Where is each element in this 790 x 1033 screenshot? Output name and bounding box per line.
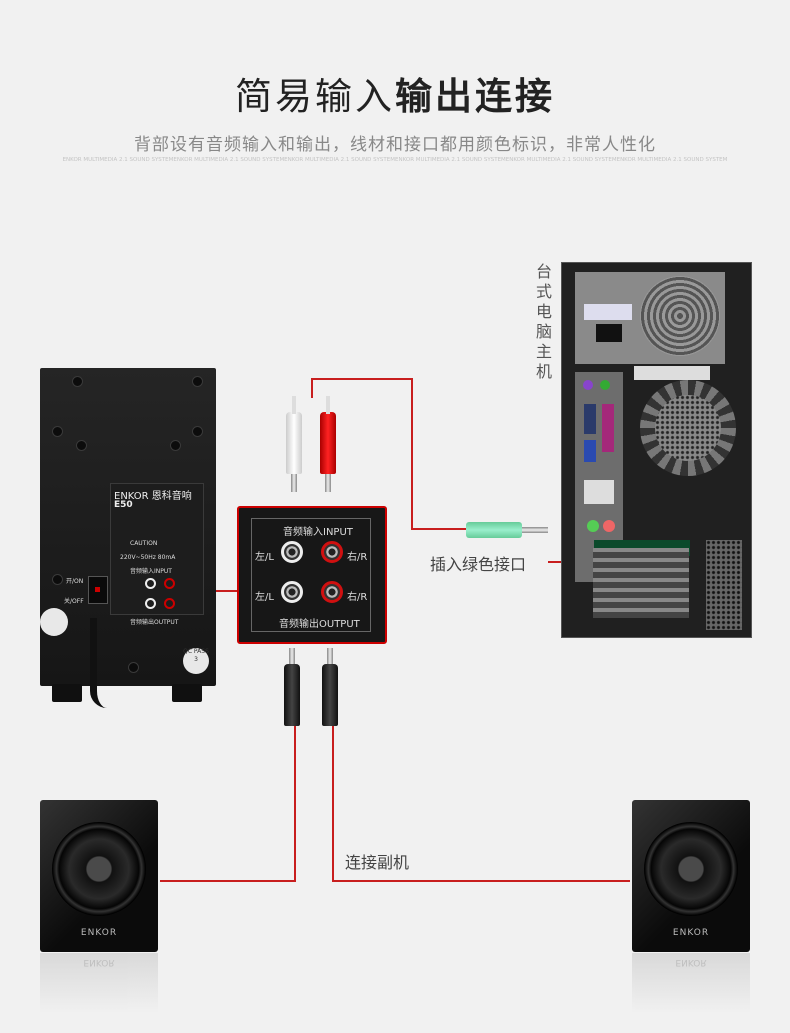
- cable-white: [292, 396, 296, 414]
- spec-plate: [110, 483, 204, 615]
- usb-port: [584, 480, 614, 504]
- mini-jack: [164, 578, 175, 589]
- caution-text: CAUTION: [130, 540, 158, 547]
- tagline: ENKOR MULTIMEDIA 2.1 SOUND SYSTEMENKOR M…: [62, 157, 728, 163]
- expansion-slots: [593, 548, 689, 618]
- connector-line: [294, 724, 296, 882]
- switch-on-label: 开/ON: [66, 578, 84, 585]
- power-cable: [90, 618, 107, 708]
- psu-label: [584, 304, 632, 320]
- rca-plug-red: [320, 412, 336, 474]
- output-label: 音频输出OUTPUT: [279, 619, 360, 630]
- right-label-2: 右/R: [347, 592, 368, 603]
- mini-jack: [145, 598, 156, 609]
- power-switch[interactable]: [88, 576, 108, 604]
- right-label-1: 右/R: [347, 552, 368, 563]
- output-right-jack[interactable]: [321, 581, 343, 603]
- connect-satellite-label: 连接副机: [345, 853, 410, 872]
- vga-port: [584, 440, 596, 462]
- mini-output-label: 音频输出OUTPUT: [130, 619, 179, 626]
- rca-pin: [325, 474, 331, 492]
- mini-jack: [145, 578, 156, 589]
- satellite-brand: ENKOR: [672, 928, 710, 938]
- rca-pin: [327, 648, 333, 666]
- input-right-jack[interactable]: [321, 541, 343, 563]
- insert-green-label: 插入绿色接口: [430, 555, 527, 574]
- side-vent: [706, 540, 742, 630]
- left-label-1: 左/L: [255, 552, 274, 563]
- screw: [192, 426, 203, 437]
- back-brand: ENKOR 恩科音响: [114, 491, 192, 502]
- rca-plug-white: [286, 412, 302, 474]
- cable-red: [326, 396, 330, 414]
- mini-jack: [164, 598, 175, 609]
- rca-plug-black: [322, 664, 338, 726]
- jack-panel-frame: [251, 518, 371, 632]
- psu-socket: [596, 324, 622, 342]
- pc-host-label: 台式电脑主机: [535, 262, 552, 381]
- connector-line: [332, 880, 630, 882]
- screw: [170, 440, 181, 451]
- ps2-port: [600, 380, 610, 390]
- reflection-brand: ENKOR: [83, 957, 115, 967]
- power-spec: 220V~50Hz 80mA: [120, 554, 176, 561]
- output-left-jack[interactable]: [281, 581, 303, 603]
- foot: [172, 684, 202, 702]
- parallel-port: [602, 404, 614, 452]
- back-model: E50: [114, 500, 133, 510]
- connector-line: [411, 378, 413, 530]
- rca-pin: [289, 648, 295, 666]
- reflection: ENKOR: [40, 953, 158, 1013]
- foot: [52, 684, 82, 702]
- reflection-brand: ENKOR: [675, 957, 707, 967]
- green-audio-plug: [466, 522, 522, 538]
- qc-sticker: QC PASS 3: [183, 648, 209, 674]
- input-left-jack[interactable]: [281, 541, 303, 563]
- rca-plug-black: [284, 664, 300, 726]
- title-light: 简易输入: [235, 75, 395, 118]
- title-bold: 输出连接: [395, 75, 555, 118]
- connector-line: [311, 378, 413, 380]
- reflection: ENKOR: [632, 953, 750, 1013]
- satellite-speaker-right: ENKOR: [632, 800, 750, 952]
- green-audio-port[interactable]: [587, 520, 599, 532]
- screw: [76, 440, 87, 451]
- screw: [72, 376, 83, 387]
- speaker-cone: [52, 822, 146, 916]
- satellite-speaker-left: ENKOR: [40, 800, 158, 952]
- rca-pin: [291, 474, 297, 492]
- round-sticker: [40, 608, 68, 636]
- connector-line: [160, 880, 296, 882]
- serial-port: [584, 404, 596, 434]
- page-subtitle: 背部设有音频输入和输出，线材和接口都用颜色标识，非常人性化: [134, 135, 656, 155]
- audio-port: [603, 520, 615, 532]
- ps2-port: [583, 380, 593, 390]
- audio-pin: [522, 527, 548, 533]
- connector-line: [411, 528, 469, 530]
- mini-input-label: 音频输入INPUT: [130, 568, 172, 575]
- input-label: 音频输入INPUT: [283, 527, 353, 538]
- satellite-brand: ENKOR: [80, 928, 118, 938]
- switch-off-label: 关/OFF: [64, 598, 84, 605]
- screw: [128, 662, 139, 673]
- connector-line: [201, 590, 239, 592]
- left-label-2: 左/L: [255, 592, 274, 603]
- connector-line: [332, 724, 334, 882]
- page-title: 简易输入输出连接: [0, 66, 790, 120]
- psu-fan-icon: [640, 276, 720, 356]
- speaker-cone: [644, 822, 738, 916]
- screw: [192, 376, 203, 387]
- connector-line: [311, 378, 313, 398]
- fan-mesh: [655, 395, 721, 461]
- jack-panel-zoom: 音频输入INPUT 左/L 右/R 左/L 右/R 音频输出OUTPUT: [237, 506, 387, 644]
- screw: [52, 426, 63, 437]
- screw: [52, 574, 63, 585]
- case-sticker: [634, 366, 710, 380]
